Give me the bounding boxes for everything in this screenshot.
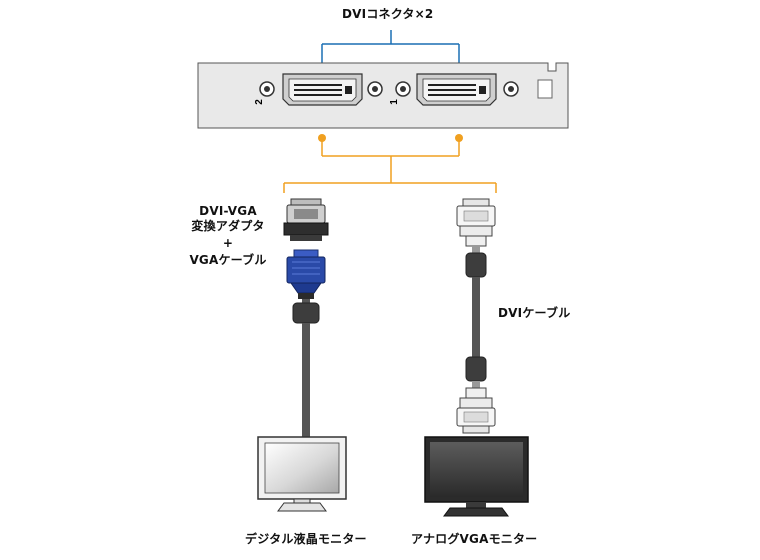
port-2-label: 2: [254, 99, 265, 105]
dvi-port-2: [259, 73, 383, 106]
digital-monitor-label: デジタル液晶モニター: [245, 532, 367, 546]
adapter-label-line3: VGAケーブル: [189, 253, 267, 267]
analog-vga-monitor: [424, 436, 529, 517]
adapter-label-line1: DVI-VGA: [199, 204, 257, 218]
dvi-cable-top-connector: [456, 198, 496, 253]
dvi-connector-label: DVIコネクタ×2: [342, 7, 434, 21]
analog-monitor-label: アナログVGAモニター: [411, 532, 538, 546]
digital-lcd-monitor: [257, 436, 347, 512]
orange-dot-right: [455, 134, 463, 142]
vga-cable: [292, 299, 320, 438]
orange-connection-lines: [283, 138, 497, 193]
dvi-vga-adapter: [283, 198, 329, 241]
vga-cable-connector: [286, 249, 326, 299]
port-1-label: 1: [389, 99, 400, 105]
dvi-cable-label: DVIケーブル: [498, 306, 571, 320]
dvi-cable: [465, 252, 487, 382]
adapter-label-line2: 変換アダプタ: [191, 219, 265, 233]
dvi-port-1: [395, 73, 519, 106]
adapter-label-plus: +: [222, 236, 234, 250]
dvi-cable-bottom-connector: [456, 381, 496, 434]
orange-dot-left: [318, 134, 326, 142]
